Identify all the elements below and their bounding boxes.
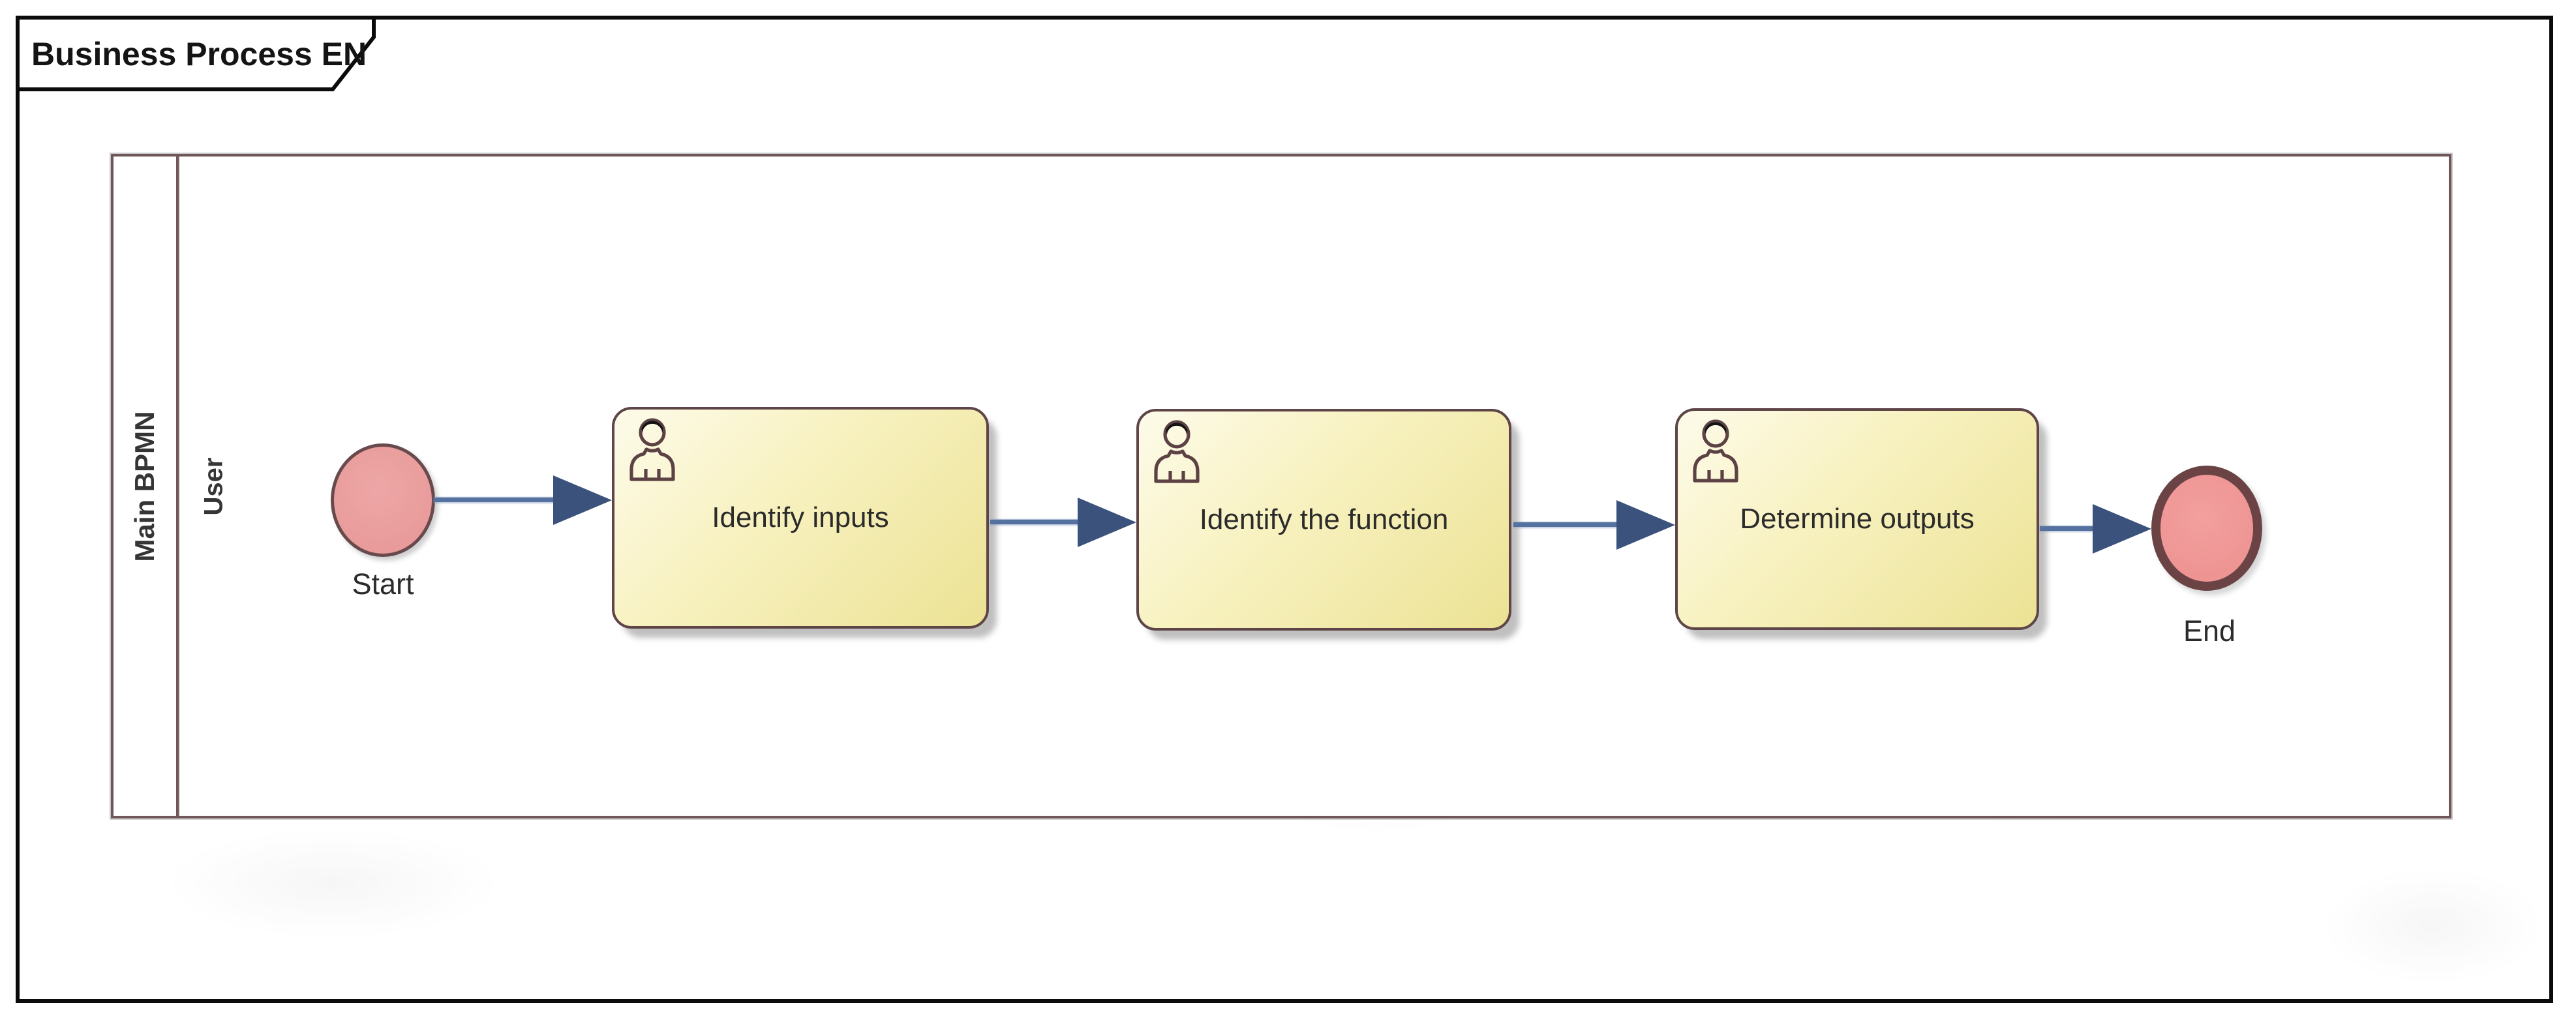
frame-tab-shape	[16, 16, 376, 91]
start-event[interactable]	[331, 443, 435, 557]
end-event-label: End	[2183, 614, 2236, 648]
diagram-title: Business Process EN	[31, 36, 367, 72]
diagram-frame-tab[interactable]	[16, 16, 381, 93]
task-label: Determine outputs	[1740, 503, 1975, 535]
arrowhead-icon	[1078, 498, 1136, 547]
lane-name-label: User	[199, 457, 228, 515]
task-determine-outputs[interactable]: Determine outputs	[1675, 408, 2039, 630]
user-task-icon	[1693, 419, 1738, 483]
sequence-flow-1[interactable]	[434, 498, 556, 502]
pool-name-label: Main BPMN	[129, 411, 160, 561]
arrowhead-icon	[1616, 500, 1675, 550]
task-label: Identify inputs	[712, 501, 889, 533]
end-event[interactable]	[2151, 466, 2262, 591]
lane-user[interactable]: User	[181, 157, 247, 816]
pool-name-compartment[interactable]: Main BPMN	[114, 157, 179, 816]
task-identify-the-function[interactable]: Identify the function	[1136, 409, 1511, 631]
user-task-icon	[629, 418, 675, 481]
sequence-flow-4[interactable]	[2040, 526, 2095, 531]
task-identify-inputs[interactable]: Identify inputs	[612, 407, 989, 629]
arrowhead-icon	[2093, 504, 2151, 554]
diagram-frame	[16, 16, 2553, 1003]
sequence-flow-3[interactable]	[1513, 522, 1616, 527]
arrowhead-icon	[553, 475, 612, 525]
sequence-flow-2[interactable]	[990, 520, 1080, 524]
start-event-label: Start	[352, 567, 414, 601]
task-label: Identify the function	[1199, 503, 1449, 535]
user-task-icon	[1154, 420, 1200, 483]
